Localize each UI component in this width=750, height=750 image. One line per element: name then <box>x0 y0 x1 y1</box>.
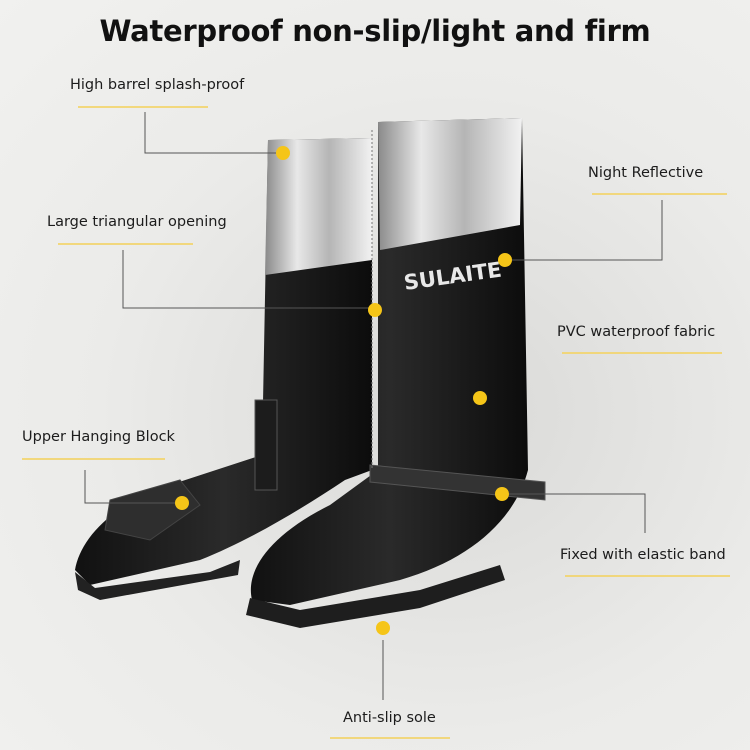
underline <box>78 106 208 108</box>
callout-dot <box>473 391 487 405</box>
feature-label-high-barrel: High barrel splash-proof <box>70 77 245 93</box>
feature-label-night-reflective: Night Reflective <box>588 165 704 181</box>
underline <box>592 193 727 195</box>
left-boot <box>75 138 372 600</box>
feature-label-elastic-band: Fixed with elastic band <box>560 547 726 563</box>
feature-label-pvc-fabric: PVC waterproof fabric <box>557 324 716 340</box>
underline <box>22 458 165 460</box>
callout-dots <box>175 146 512 635</box>
callout-dot <box>368 303 382 317</box>
feature-label-triangular-opening: Large triangular opening <box>47 214 227 230</box>
underline <box>58 243 193 245</box>
callout-dot <box>376 621 390 635</box>
right-boot <box>246 118 546 628</box>
feature-label-hanging-block: Upper Hanging Block <box>22 429 175 445</box>
feature-label-anti-slip-sole: Anti-slip sole <box>343 710 436 726</box>
underline <box>330 737 450 739</box>
callout-dot <box>276 146 290 160</box>
callout-dot <box>175 496 189 510</box>
page-title: Waterproof non-slip/light and firm <box>99 14 651 48</box>
callout-dot <box>498 253 512 267</box>
underline <box>562 352 722 354</box>
underline <box>565 575 730 577</box>
leader-lines <box>84 112 663 700</box>
callout-dot <box>495 487 509 501</box>
